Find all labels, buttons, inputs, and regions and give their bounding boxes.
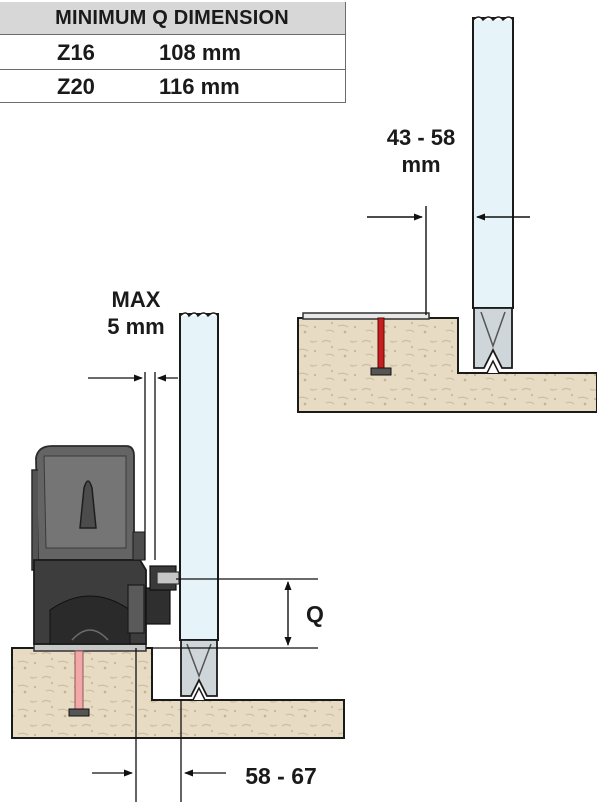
lower-anchor-bolt: [74, 650, 84, 710]
minimum-q-table: MINIMUM Q DIMENSION Z16 108 mm Z20 116 m…: [0, 2, 346, 103]
gear-rack: [156, 571, 180, 585]
upper-gate-leaf: [472, 17, 514, 309]
motor-handle: [79, 480, 97, 529]
upper-detail: [297, 16, 597, 413]
lower-detail: [11, 312, 345, 802]
table-row: Z20 116 mm: [0, 70, 345, 103]
upper-anchor-bolt: [377, 317, 385, 369]
q-dimension-label: Q: [306, 601, 324, 627]
max-gap-line1: MAX: [111, 287, 161, 312]
table-cell-dimension: 116 mm: [159, 73, 240, 99]
upper-concrete-base: [297, 317, 597, 413]
rack-distance-line1: 43 - 58: [386, 125, 456, 150]
table-cell-model: Z20: [57, 73, 95, 99]
upper-v-wheel: [473, 307, 513, 369]
max-gap-line2: 5 mm: [107, 314, 165, 339]
table-row: Z16 108 mm: [0, 36, 345, 70]
lower-concrete-base: [11, 647, 345, 739]
lower-base-plate: [33, 643, 147, 652]
lower-gate-leaf: [179, 313, 219, 641]
table-cell-dimension: 108 mm: [159, 39, 241, 65]
rack-distance-line2: mm: [401, 152, 441, 177]
bottom-distance-label: 58 - 67: [245, 763, 317, 789]
table-header: MINIMUM Q DIMENSION: [0, 2, 345, 35]
upper-base-plate: [302, 312, 430, 320]
motor-pinion: [145, 587, 171, 625]
table-cell-model: Z16: [57, 39, 95, 65]
